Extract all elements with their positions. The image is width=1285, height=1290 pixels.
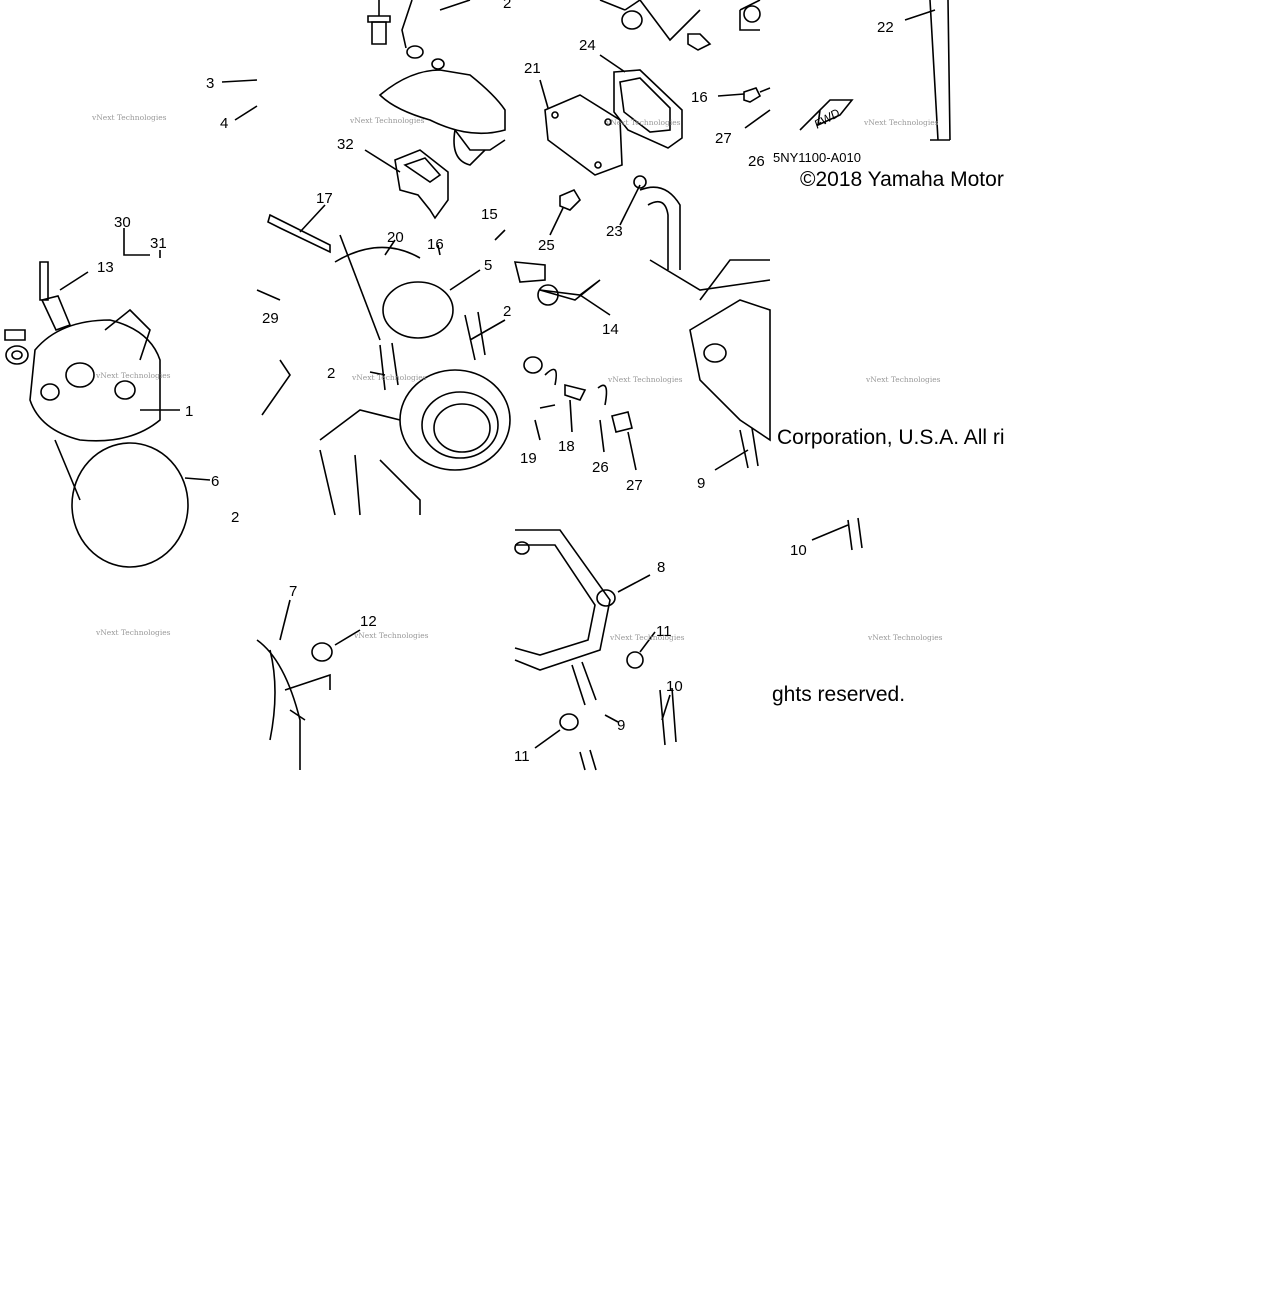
callout-19: 19: [520, 450, 537, 467]
drawing-lines: [4, 0, 951, 771]
callout-30: 30: [114, 214, 131, 231]
callout-20: 20: [387, 229, 404, 246]
callout-5: 5: [484, 257, 492, 274]
callout-12: 12: [360, 613, 377, 630]
copyright-line-2: Corporation, U.S.A. All ri: [777, 426, 1005, 449]
callout-1: 1: [185, 403, 193, 420]
svg-text:vNext Technologies: vNext Technologies: [609, 633, 685, 642]
callout-16: 16: [427, 236, 444, 253]
callout-3: 3: [206, 75, 214, 92]
svg-text:vNext Technologies: vNext Technologies: [95, 628, 171, 637]
svg-text:vNext Technologies: vNext Technologies: [349, 116, 425, 125]
callout-25: 25: [538, 237, 555, 254]
callout-24: 24: [579, 37, 596, 54]
callout-labels: 1 2 2 2 2 3 4 5 6 7 8 9 9 10 10 11 11 12…: [97, 0, 894, 765]
fwd-arrow-label: FWD: [812, 106, 843, 132]
callout-18: 18: [558, 438, 575, 455]
callout-23: 23: [606, 223, 623, 240]
callout-16: 16: [691, 89, 708, 106]
bolt-top: [367, 0, 391, 45]
callout-27: 27: [715, 130, 732, 147]
svg-text:vNext Technologies: vNext Technologies: [95, 371, 171, 380]
svg-text:vNext Technologies: vNext Technologies: [863, 118, 939, 127]
callout-13: 13: [97, 259, 114, 276]
svg-text:vNext Technologies: vNext Technologies: [867, 633, 943, 642]
watermarks: vNext Technologies vNext Technologies vN…: [91, 113, 943, 642]
part-code: 5NY1100-A010: [773, 150, 861, 165]
callout-2: 2: [503, 0, 511, 12]
callout-9: 9: [617, 717, 625, 734]
callout-6: 6: [211, 473, 219, 490]
callout-26: 26: [748, 153, 765, 170]
callout-29: 29: [262, 310, 279, 327]
callout-2: 2: [503, 303, 511, 320]
copyright-line-1: ©2018 Yamaha Motor: [800, 168, 1004, 191]
fwd-arrow: [799, 99, 854, 131]
copyright-line-3: ghts reserved.: [772, 683, 906, 706]
callout-17: 17: [316, 190, 333, 207]
callout-10: 10: [790, 542, 807, 559]
callout-11: 11: [656, 623, 672, 640]
callout-10: 10: [666, 678, 683, 695]
callout-4: 4: [220, 115, 228, 132]
callout-2: 2: [327, 365, 335, 382]
callout-14: 14: [602, 321, 619, 338]
callout-22: 22: [877, 19, 894, 36]
callout-7: 7: [289, 583, 297, 600]
svg-text:vNext Technologies: vNext Technologies: [351, 373, 427, 382]
svg-text:vNext Technologies: vNext Technologies: [605, 118, 681, 127]
svg-text:vNext Technologies: vNext Technologies: [353, 631, 429, 640]
callout-9: 9: [697, 475, 705, 492]
callout-11: 11: [514, 748, 530, 765]
callout-26: 26: [592, 459, 609, 476]
callout-2: 2: [231, 509, 239, 526]
callout-15: 15: [481, 206, 498, 223]
callout-8: 8: [657, 559, 665, 576]
callout-32: 32: [337, 136, 354, 153]
svg-text:vNext Technologies: vNext Technologies: [607, 375, 683, 384]
svg-text:vNext Technologies: vNext Technologies: [91, 113, 167, 122]
callout-31: 31: [150, 235, 167, 252]
callout-21: 21: [524, 60, 541, 77]
svg-text:vNext Technologies: vNext Technologies: [865, 375, 941, 384]
callout-27: 27: [626, 477, 643, 494]
